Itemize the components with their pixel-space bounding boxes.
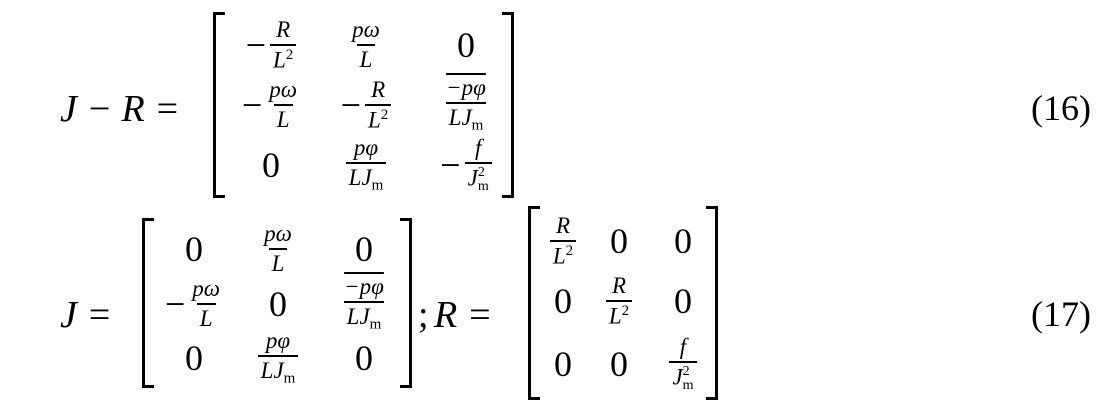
matrix-cell: 0 <box>554 281 572 321</box>
matrix-cell: 0 <box>610 344 628 384</box>
left-bracket <box>528 206 540 400</box>
equation-17-lhs-r: R = <box>434 294 493 336</box>
equation-16-lhs: J − R = <box>60 88 180 130</box>
matrix-cell: 0 <box>610 221 628 261</box>
matrix-cell: 0 <box>674 221 692 261</box>
matrix-cell: 0 <box>674 281 692 321</box>
left-bracket <box>142 218 154 388</box>
left-bracket <box>213 12 225 198</box>
matrix-cell: 0 <box>355 229 373 269</box>
matrix-cell: 0 <box>554 344 572 384</box>
matrix-cell: 0 <box>262 145 280 185</box>
matrix-cell: 0 <box>185 229 203 269</box>
equation-16-number: (16) <box>1031 88 1091 128</box>
right-bracket <box>502 12 514 198</box>
matrix-cell: 0 <box>457 25 475 65</box>
right-bracket <box>706 206 718 400</box>
equation-17-lhs-j: J = <box>60 294 113 336</box>
matrix-cell: 0 <box>269 284 287 324</box>
matrix-cell: 0 <box>185 338 203 378</box>
separator: ; <box>418 294 429 336</box>
matrix-cell: 0 <box>355 338 373 378</box>
equation-17-number: (17) <box>1031 294 1091 334</box>
right-bracket <box>400 218 412 388</box>
